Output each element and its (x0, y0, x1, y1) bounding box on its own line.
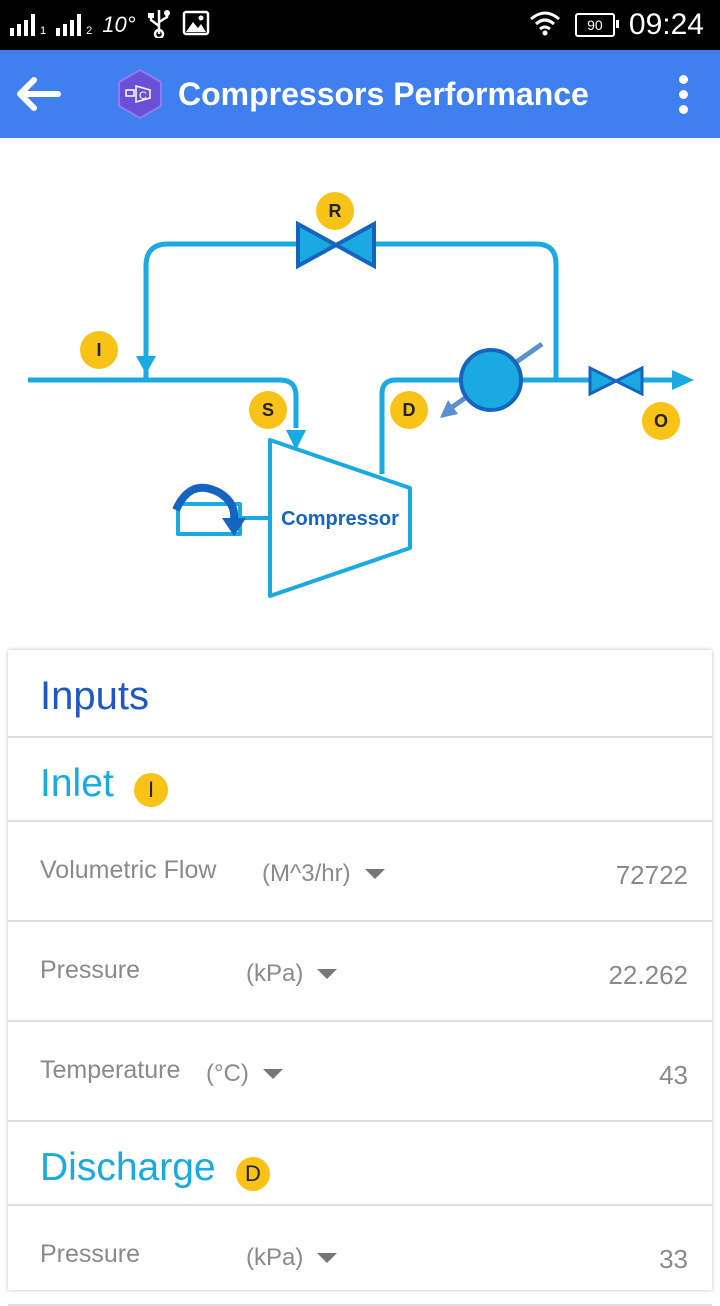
unit-label: (kPa) (246, 960, 304, 987)
unit-dropdown[interactable]: (°C) (206, 1060, 283, 1088)
field-label: Volumetric Flow (40, 856, 217, 884)
field-label: Temperature (40, 1056, 181, 1084)
unit-label: (kPa) (246, 1244, 304, 1271)
page-title: Compressors Performance (178, 76, 589, 112)
unit-dropdown[interactable]: (kPa) (246, 1244, 338, 1272)
marker-suction: S (262, 400, 274, 420)
discharge-badge: D (236, 1157, 270, 1191)
marker-outlet: O (654, 411, 668, 431)
signal-icon: 1 (10, 14, 47, 37)
unit-dropdown[interactable]: (kPa) (246, 960, 338, 988)
compressor-label: Compressor (281, 508, 399, 530)
input-row-temperature: Temperature (°C) 43 (8, 1022, 712, 1122)
clock: 09:24 (628, 8, 704, 41)
back-button[interactable] (10, 68, 66, 120)
arrow-left-icon (17, 77, 61, 111)
input-row-discharge-pressure: Pressure (kPa) 33 (8, 1206, 712, 1306)
caret-down-icon (317, 969, 338, 979)
sim2-label: 2 (86, 25, 93, 37)
inlet-section-header: Inlet I (8, 738, 712, 822)
marker-recycle: R (329, 201, 342, 221)
battery-level: 90 (587, 17, 603, 33)
outlet-valve-icon (588, 365, 620, 397)
input-row-inlet-pressure: Pressure (kPa) 22.262 (8, 922, 712, 1022)
compressor-diagram: Compressor R I S D O (0, 138, 720, 648)
usb-icon (146, 8, 172, 43)
unit-label: (M^3/hr) (262, 860, 351, 887)
signal-icon-2: 2 (56, 14, 93, 37)
inlet-badge: I (134, 773, 168, 807)
caret-down-icon (262, 1069, 283, 1079)
value-input[interactable]: 43 (659, 1060, 688, 1090)
app-bar: C Compressors Performance (0, 50, 720, 138)
field-label: Pressure (40, 956, 141, 984)
dot-icon (678, 74, 688, 84)
value-input[interactable]: 22.262 (608, 960, 688, 990)
recycle-valve-icon (296, 220, 341, 270)
unit-dropdown[interactable]: (M^3/hr) (262, 860, 385, 888)
input-row-volumetric-flow: Volumetric Flow (M^3/hr) 72722 (8, 822, 712, 922)
battery-icon: 90 (574, 13, 619, 37)
marker-inlet: I (96, 340, 101, 360)
dot-icon (678, 104, 688, 114)
sim1-label: 1 (40, 25, 47, 37)
caret-down-icon (317, 1253, 338, 1263)
value-input[interactable]: 33 (659, 1244, 688, 1274)
marker-discharge: D (403, 400, 416, 420)
inputs-header: Inputs (8, 650, 712, 738)
app-logo-letter: C (139, 90, 147, 102)
discharge-section-header: Discharge D (8, 1122, 712, 1206)
wifi-icon (529, 10, 561, 41)
caret-down-icon (364, 869, 385, 879)
app-logo-icon: C (114, 68, 166, 120)
dot-icon (678, 89, 688, 99)
inputs-card: Inputs Inlet I Volumetric Flow (M^3/hr) … (8, 650, 712, 1306)
inlet-title: Inlet (40, 762, 114, 805)
cooler-icon (459, 348, 523, 412)
unit-label: (°C) (206, 1060, 249, 1087)
weather-temperature: 10° (102, 12, 136, 37)
image-icon (182, 10, 210, 41)
discharge-title: Discharge (40, 1146, 216, 1189)
status-bar: 1 2 10° 90 09:24 (0, 0, 720, 50)
overflow-menu-button[interactable] (668, 70, 698, 118)
value-input[interactable]: 72722 (615, 860, 688, 890)
inputs-title: Inputs (40, 674, 149, 718)
field-label: Pressure (40, 1240, 141, 1268)
